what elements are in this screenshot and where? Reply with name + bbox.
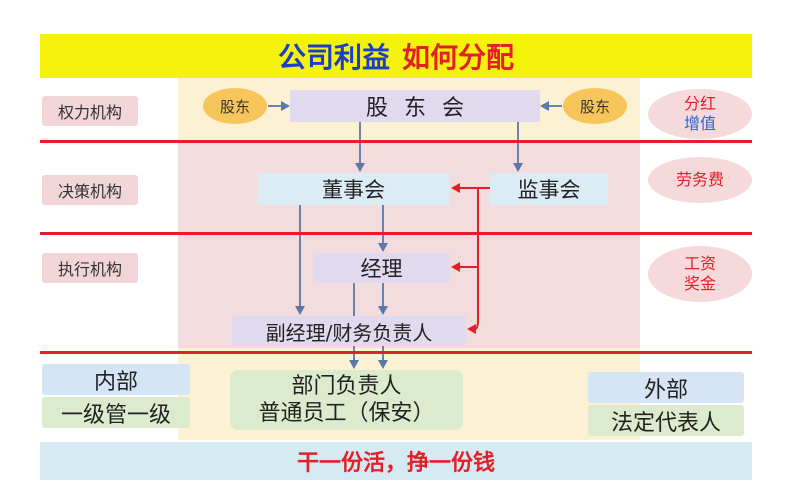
level-label-execution: 执行机构 xyxy=(42,253,138,283)
department-head-label: 部门负责人 xyxy=(291,374,402,399)
reward-salary-label: 工资 xyxy=(683,254,716,273)
footer-slogan: 干一份活，挣一份钱 xyxy=(40,442,752,480)
board-of-directors-box: 董事会 xyxy=(257,173,450,205)
level-label-decision: 决策机构 xyxy=(42,175,138,205)
reward-service-fee: 劳务费 xyxy=(648,157,752,203)
reward-service-fee-label: 劳务费 xyxy=(675,170,724,189)
internal-rule: 一级管一级 xyxy=(42,397,190,428)
ordinary-staff-label: 普通员工（保安） xyxy=(258,401,435,426)
reward-salary-bonus: 工资 奖金 xyxy=(648,246,752,302)
manager-box: 经理 xyxy=(313,253,450,283)
shareholder-left: 股东 xyxy=(203,88,267,124)
deputy-manager-box: 副经理/财务负责人 xyxy=(232,316,466,346)
reward-dividend: 分红 增值 xyxy=(648,89,752,139)
divider-line-execution xyxy=(40,351,752,354)
internal-heading: 内部 xyxy=(42,364,190,395)
staff-box: 部门负责人 普通员工（保安） xyxy=(230,370,463,430)
reward-bonus-label: 奖金 xyxy=(683,274,716,293)
supervisory-board-box: 监事会 xyxy=(490,173,608,205)
reward-appreciation-label: 增值 xyxy=(683,114,716,133)
title-banner: 公司利益 如何分配 xyxy=(40,34,752,78)
title-how-to-distribute: 如何分配 xyxy=(402,41,515,74)
divider-line-power xyxy=(40,140,752,143)
divider-line-decision xyxy=(40,232,752,235)
shareholders-meeting-box: 股东会 xyxy=(290,90,540,122)
external-heading: 外部 xyxy=(588,372,744,403)
level-label-power: 权力机构 xyxy=(42,96,138,126)
external-rule: 法定代表人 xyxy=(588,405,744,436)
title-company-interests: 公司利益 xyxy=(277,41,390,74)
shareholder-right: 股东 xyxy=(563,88,627,124)
reward-dividend-label: 分红 xyxy=(683,94,716,113)
